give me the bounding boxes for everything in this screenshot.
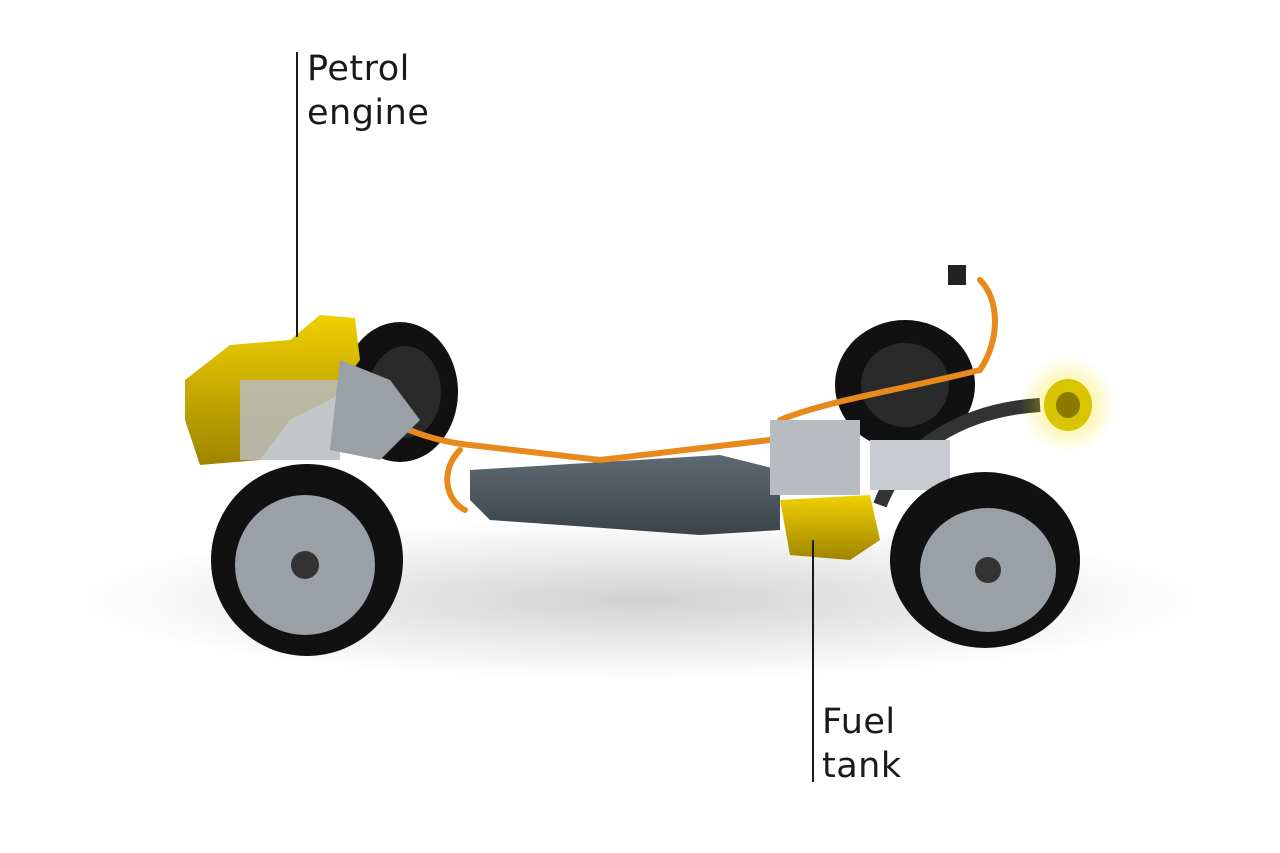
fuel-tank-label: Fuel tank <box>822 700 902 788</box>
fuel-tank-label-line2: tank <box>822 746 902 786</box>
fuel-tank-shape <box>780 495 880 560</box>
charge-plug <box>948 265 966 285</box>
petrol-engine <box>185 315 420 465</box>
fuel-filler-cap <box>1044 379 1092 431</box>
engine-label-line2: engine <box>307 93 430 133</box>
battery-pack <box>470 455 780 535</box>
engine-label: Petrol engine <box>307 47 429 135</box>
rear-drive-unit <box>770 420 950 495</box>
fuel-tank-leader-line <box>812 540 814 782</box>
front-right-wheel <box>890 472 1080 648</box>
engine-leader-line <box>296 52 298 337</box>
front-left-wheel <box>211 464 403 656</box>
engine-label-line1: Petrol <box>307 49 410 89</box>
fuel-tank-label-line1: Fuel <box>822 702 896 742</box>
